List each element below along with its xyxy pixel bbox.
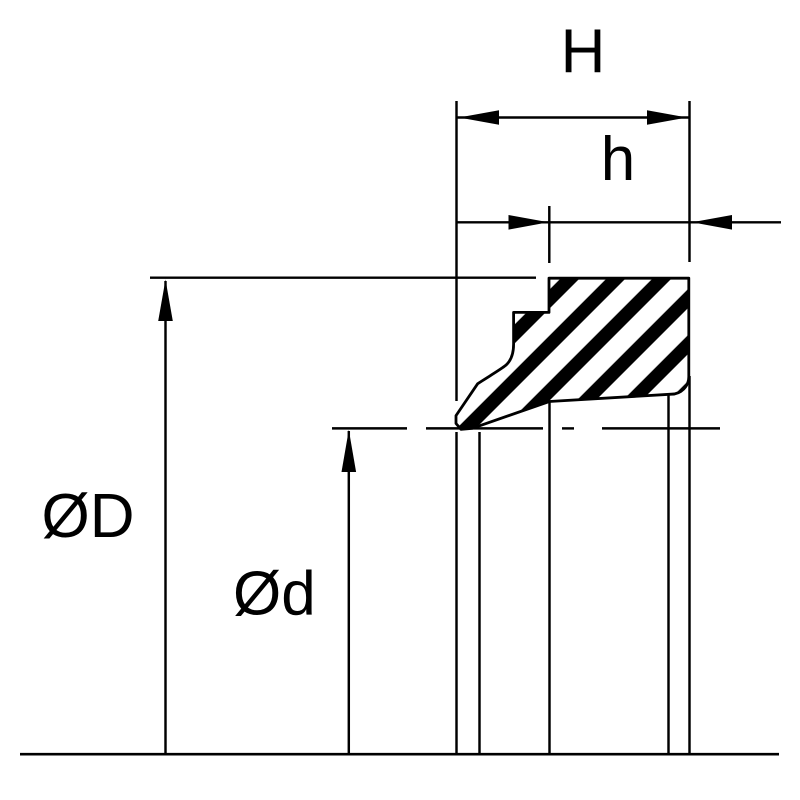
svg-text:ØD: ØD	[42, 482, 135, 551]
svg-text:H: H	[561, 18, 606, 87]
svg-text:Ød: Ød	[233, 560, 316, 629]
svg-text:h: h	[601, 125, 635, 194]
